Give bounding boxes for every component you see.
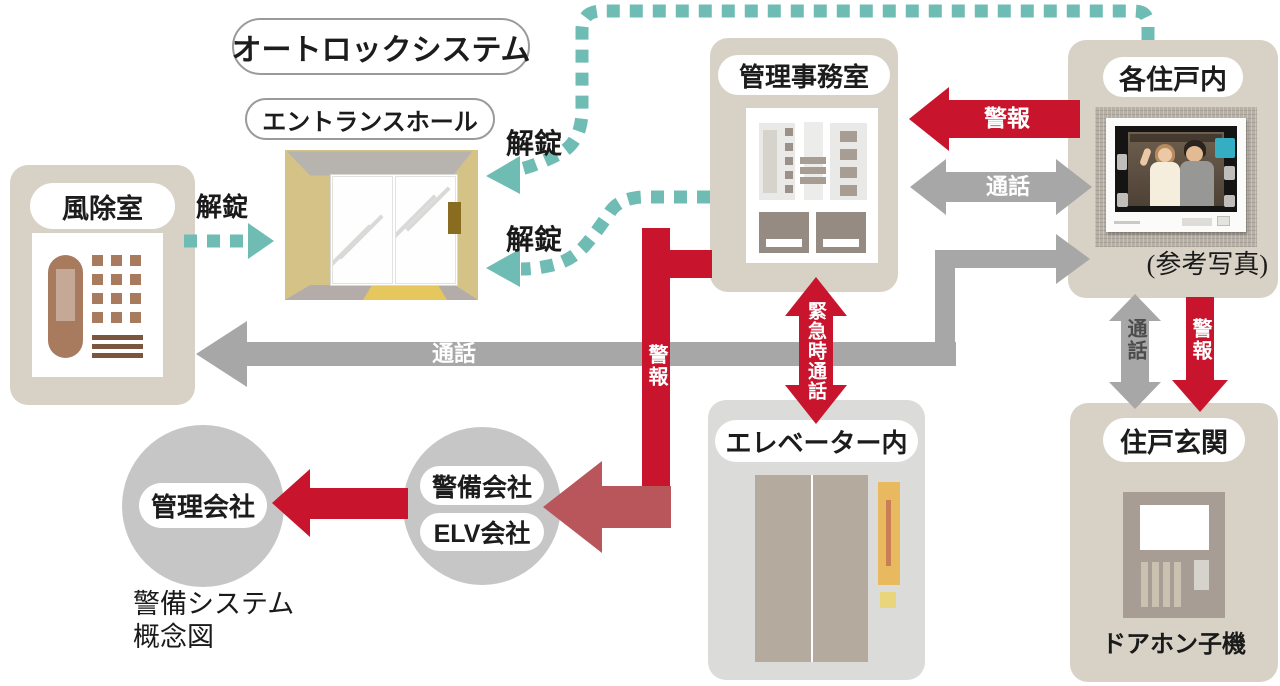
office-drawer-right bbox=[816, 212, 866, 253]
diagram-caption-line2: 概念図 bbox=[133, 622, 214, 652]
diagram-caption: 警備システム 概念図 bbox=[133, 588, 294, 654]
talk-label-lobby-unit: 通話 bbox=[432, 341, 477, 366]
talk-label-unit-office: 通話 bbox=[986, 174, 1031, 199]
elevator-button bbox=[880, 592, 896, 608]
each-unit-box: 各住戸内 bbox=[1068, 40, 1278, 298]
doorphone-button bbox=[1194, 560, 1209, 590]
unlock-label-mid: 解錠 bbox=[506, 224, 563, 255]
each-unit-label: 各住戸内 bbox=[1119, 64, 1227, 95]
elevator-label: エレベーター内 bbox=[725, 427, 908, 458]
intercom-monitor-photo bbox=[1095, 107, 1257, 247]
entrance-hall-pill: エントランスホール bbox=[245, 98, 495, 140]
doorphone-caption: ドアホン子機 bbox=[1102, 631, 1246, 658]
security-company-pill: 警備会社 bbox=[420, 466, 544, 505]
security-company-circle: 警備会社 ELV会社 bbox=[403, 427, 561, 585]
management-office-label: 管理事務室 bbox=[738, 61, 869, 92]
unit-entrance-box: 住戸玄関 ドアホン子機 bbox=[1070, 403, 1278, 682]
management-office-box: 管理事務室 bbox=[710, 38, 898, 292]
alarm-label-vertical: 警報 bbox=[645, 344, 667, 388]
management-office-pill: 管理事務室 bbox=[718, 55, 890, 95]
entrance-door-right bbox=[395, 176, 456, 284]
intercom-monitor-device bbox=[1106, 118, 1246, 232]
entrance-hall-illustration bbox=[285, 150, 478, 300]
screen-unlock-button bbox=[1215, 138, 1235, 158]
elevator-control-panel bbox=[878, 482, 900, 585]
windbreak-room-label: 風除室 bbox=[62, 193, 143, 224]
intercom-monitor-screen bbox=[1115, 126, 1237, 212]
windbreak-room-pill: 風除室 bbox=[30, 183, 175, 229]
autolock-system-title-pill: オートロックシステム bbox=[231, 18, 531, 75]
alarm-label-unit-office: 警報 bbox=[984, 105, 1030, 131]
lobby-intercom-illustration bbox=[32, 233, 163, 377]
doorphone-camera-window bbox=[1140, 505, 1209, 550]
emergency-talk-label: 緊急時通話 bbox=[805, 301, 826, 401]
unlock-label-left: 解錠 bbox=[196, 192, 249, 222]
management-company-circle: 管理会社 bbox=[122, 425, 284, 587]
windbreak-room-box: 風除室 bbox=[10, 165, 195, 405]
diagram-caption-line1: 警備システム bbox=[133, 589, 295, 619]
entrance-hall-label: エントランスホール bbox=[262, 108, 478, 136]
unlock-lobby-entrance-path bbox=[184, 223, 274, 259]
autolock-system-title: オートロックシステム bbox=[231, 33, 531, 67]
entrance-ceiling bbox=[286, 151, 473, 176]
alarm-label-unit-door: 警報 bbox=[1189, 318, 1211, 362]
intercom-handset bbox=[48, 255, 83, 358]
alarm-security-management-arrow bbox=[272, 469, 408, 537]
intercom-video-feed bbox=[1128, 132, 1224, 206]
entrance-panel bbox=[448, 202, 461, 234]
elevator-company-label: ELV会社 bbox=[433, 520, 531, 548]
talk-label-unit-door: 通話 bbox=[1124, 318, 1146, 362]
management-company-pill: 管理会社 bbox=[139, 483, 267, 528]
unlock-label-top: 解錠 bbox=[506, 128, 563, 159]
alarm-into-security-arrow bbox=[543, 461, 671, 553]
office-control-panel-illustration bbox=[746, 108, 878, 263]
each-unit-pill: 各住戸内 bbox=[1103, 57, 1243, 97]
elevator-box: エレベーター内 bbox=[708, 400, 925, 680]
unit-entrance-label: 住戸玄関 bbox=[1120, 427, 1228, 458]
unit-entrance-pill: 住戸玄関 bbox=[1103, 418, 1245, 462]
entrance-mat bbox=[363, 286, 447, 300]
elevator-pill: エレベーター内 bbox=[715, 420, 918, 462]
elevator-doors-illustration bbox=[755, 475, 868, 662]
office-drawer-left bbox=[759, 212, 809, 253]
entrance-door-left bbox=[332, 176, 393, 284]
management-company-label: 管理会社 bbox=[150, 492, 255, 522]
doorphone-illustration bbox=[1123, 492, 1225, 618]
reference-photo-caption: (参考写真) bbox=[1146, 250, 1268, 279]
entrance-glass-doors bbox=[330, 174, 458, 286]
elevator-company-pill: ELV会社 bbox=[420, 513, 544, 551]
security-company-label: 警備会社 bbox=[431, 473, 532, 502]
